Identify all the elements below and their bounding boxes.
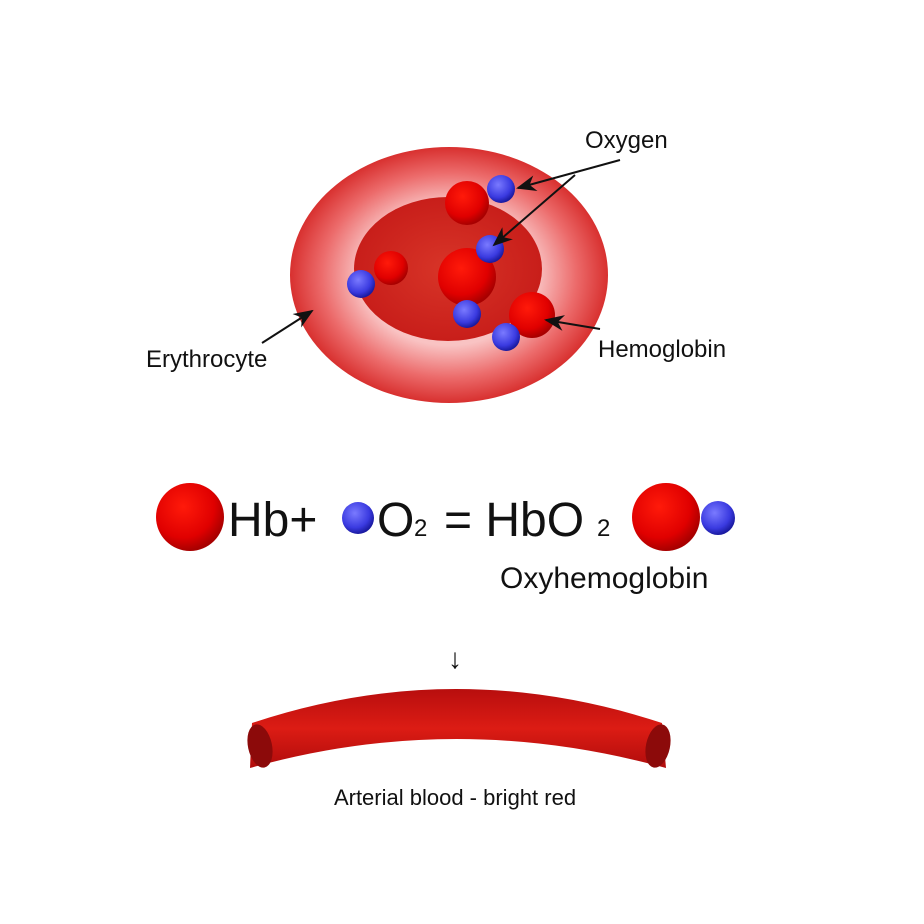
oxygen-label: Oxygen bbox=[585, 127, 668, 154]
o2-sphere bbox=[342, 502, 374, 534]
blood-vessel bbox=[247, 689, 671, 768]
hb-plus: Hb+ bbox=[228, 494, 317, 547]
hb-sphere bbox=[156, 483, 224, 551]
erythrocyte-label: Erythrocyte bbox=[146, 346, 267, 373]
arterial-blood-label: Arterial blood - bright red bbox=[334, 785, 576, 810]
oxyhemoglobin-label: Oxyhemoglobin bbox=[500, 562, 708, 595]
o-subscript: 2 bbox=[414, 515, 427, 542]
hbo2-hb-sphere bbox=[632, 483, 700, 551]
hbo2-o2-sphere bbox=[701, 501, 735, 535]
hbo-subscript: 2 bbox=[597, 515, 610, 542]
hemoglobin-label: Hemoglobin bbox=[598, 336, 726, 363]
pointer-arrows bbox=[261, 159, 621, 344]
equals-hbo: = HbO bbox=[444, 494, 584, 547]
equation: Hb+ O 2 = HbO 2 bbox=[156, 483, 735, 551]
o-symbol: O bbox=[377, 494, 414, 547]
down-arrow-icon: ↓ bbox=[448, 643, 462, 674]
hemoglobin-molecules bbox=[374, 181, 555, 338]
